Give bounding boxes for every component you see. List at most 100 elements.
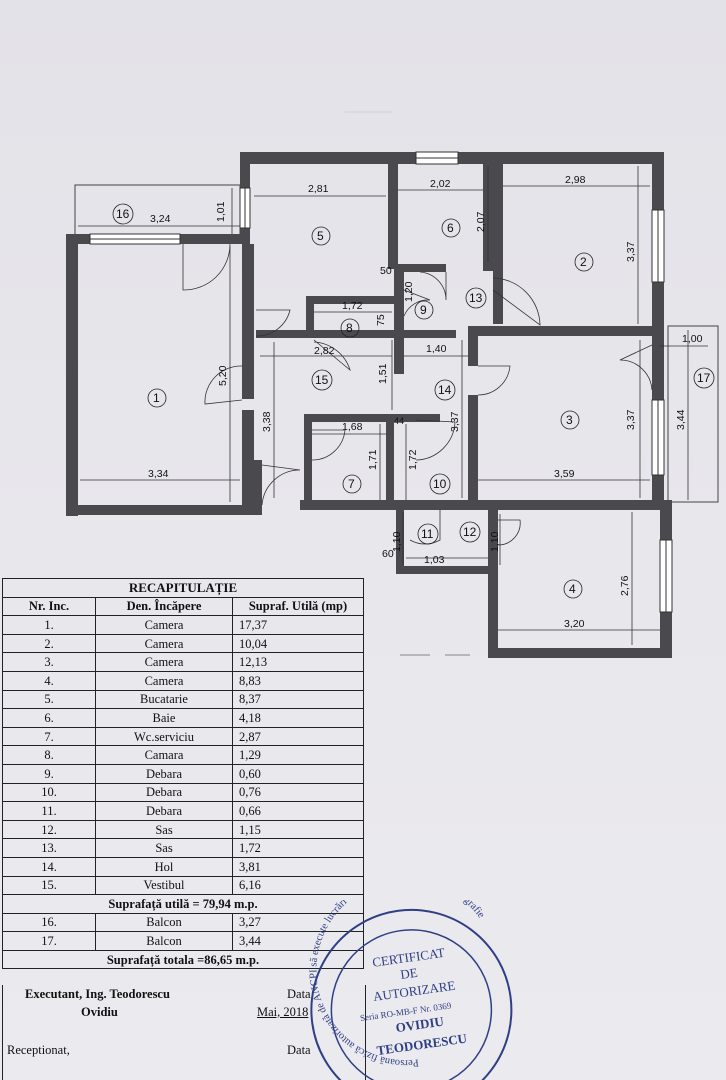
dim-label: 1,10 — [489, 531, 501, 552]
dim-label: 3,34 — [148, 468, 169, 480]
dim-label: 3,59 — [554, 468, 575, 480]
dim-label: 2,82 — [314, 345, 335, 357]
receptionat-label: Receptionat, — [7, 1043, 70, 1057]
room-name-cell: Sas — [95, 838, 233, 858]
room-number: 11 — [421, 527, 434, 541]
room-number: 13 — [469, 291, 483, 305]
room-number-cell: 6. — [2, 708, 96, 728]
executant-name: Ovidiu — [81, 1005, 118, 1019]
room-number: 16 — [116, 207, 130, 221]
room-number-cell: 8. — [2, 745, 96, 765]
dim-label: 3,38 — [261, 411, 273, 432]
room-name-cell: Debara — [95, 763, 233, 784]
room-area-cell: 3,81 — [232, 856, 364, 877]
room-number-cell: 13. — [2, 838, 96, 858]
executant-label: Executant, Ing. Teodorescu — [25, 987, 170, 1001]
room-name-cell: Wc.serviciu — [95, 726, 233, 747]
room-number-cell: 1. — [2, 615, 96, 635]
dim-label: 2,81 — [308, 183, 329, 195]
dim-label: 1,72 — [342, 300, 363, 312]
room-number-cell: 16. — [2, 912, 96, 933]
header-den: Den. Încăpere — [95, 596, 233, 617]
room-name-cell: Hol — [95, 856, 233, 877]
room-number-cell: 11. — [2, 801, 96, 821]
room-area-cell: 8,83 — [232, 670, 364, 691]
room-number: 17 — [697, 371, 711, 385]
dim-label: 3,37 — [449, 411, 461, 432]
room-area-cell: 1,72 — [232, 838, 364, 858]
room-number-cell: 2. — [2, 633, 96, 654]
dim-label: 3,20 — [564, 618, 585, 630]
dim-label: 44 — [394, 416, 404, 426]
room-area-cell: 1,29 — [232, 745, 364, 765]
room-area-cell: 12,13 — [232, 652, 364, 672]
dim-label: 3,37 — [625, 241, 637, 262]
dim-label: 1,20 — [403, 281, 415, 302]
room-number: 15 — [315, 373, 329, 387]
dim-label: 1,10 — [391, 531, 403, 552]
room-name-cell: Balcon — [95, 912, 233, 933]
dim-label: 60 — [382, 548, 394, 560]
dim-label: 1,01 — [215, 201, 227, 222]
dim-label: 1,51 — [377, 363, 389, 384]
room-number: 3 — [566, 413, 573, 427]
room-name-cell: Debara — [95, 782, 233, 803]
room-area-cell: 10,04 — [232, 633, 364, 654]
dim-label: 1,03 — [424, 554, 445, 566]
signature-block: Executant, Ing. Teodorescu Ovidiu Data M… — [2, 985, 366, 1080]
room-number-cell: 17. — [2, 931, 96, 951]
dim-label: 2,98 — [565, 174, 586, 186]
dim-label: 75 — [375, 314, 387, 326]
room-name-cell: Sas — [95, 819, 233, 840]
room-number-cell: 7. — [2, 726, 96, 747]
data-label-2: Data — [287, 1043, 311, 1057]
room-number-cell: 15. — [2, 875, 96, 896]
stamp-line6: TEODORESCU — [376, 1030, 469, 1058]
room-name-cell: Vestibul — [95, 875, 233, 896]
recap-title: RECAPITULAȚIE — [2, 578, 364, 598]
room-number-cell: 5. — [2, 689, 96, 710]
windows — [89, 151, 673, 613]
dim-label: 2,02 — [430, 178, 451, 190]
room-number: 6 — [447, 221, 454, 235]
room-name-cell: Debara — [95, 801, 233, 821]
room-number: 12 — [463, 525, 477, 539]
dim-label: 3,44 — [675, 409, 687, 430]
dim-label: 3,24 — [150, 213, 171, 225]
room-area-cell: 17,37 — [232, 615, 364, 635]
room-number: 2 — [580, 255, 587, 269]
dim-label: 50 — [380, 265, 392, 277]
room-number: 10 — [433, 477, 447, 491]
room-number: 9 — [420, 303, 427, 317]
room-labels: 1 2 3 4 5 6 7 8 9 10 11 12 13 14 15 16 1… — [112, 203, 715, 599]
room-area-cell: 0,60 — [232, 763, 364, 784]
room-name-cell: Camera — [95, 633, 233, 654]
dim-label: 1,40 — [426, 343, 447, 355]
room-number: 8 — [346, 321, 353, 335]
room-name-cell: Baie — [95, 708, 233, 728]
room-area-cell: 4,18 — [232, 708, 364, 728]
room-number-cell: 14. — [2, 856, 96, 877]
dimension-lines — [78, 166, 708, 645]
room-area-cell: 0,66 — [232, 801, 364, 821]
room-number: 1 — [153, 391, 160, 405]
stamp-line5: OVIDIU — [395, 1014, 446, 1036]
grand-total: Suprafață totala =86,65 m.p. — [2, 949, 364, 970]
header-nr: Nr. Inc. — [2, 596, 96, 617]
recap-table: RECAPITULAȚIE Nr. Inc. Den. Încăpere Sup… — [2, 578, 364, 970]
